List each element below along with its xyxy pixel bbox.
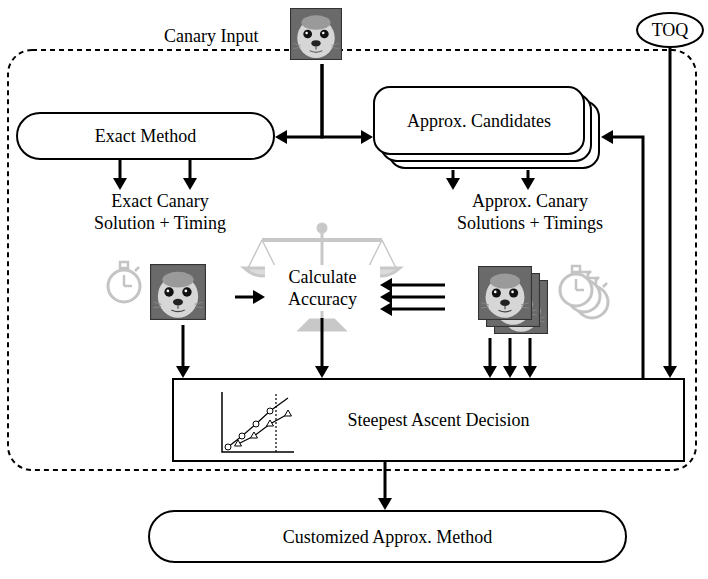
node-text: Steepest Ascent Decision [348, 409, 530, 431]
input-label: Canary Input [158, 8, 288, 64]
result-label: Approx. Canary Solutions + Timings [445, 190, 615, 338]
node-text: TOQ [652, 19, 689, 41]
flow-arrow [523, 338, 537, 378]
flow-arrow [663, 48, 677, 378]
flow-arrow [521, 170, 535, 190]
flow-arrow [380, 290, 445, 304]
node-text: Calculate Accuracy [265, 265, 380, 311]
flow-arrow [446, 170, 460, 190]
stopwatch-icon [108, 262, 140, 302]
node-text: Exact Canary Solution + Timing [88, 190, 233, 234]
flow-arrow [380, 302, 445, 316]
node-text: Approx. Canary Solutions + Timings [450, 190, 610, 234]
flow-arrow [378, 462, 392, 510]
stopwatch-stack [560, 266, 608, 318]
accuracy-label: Calculate Accuracy [265, 258, 380, 318]
flow-arrow [113, 160, 127, 190]
decision-box: Steepest Ascent Decision [172, 378, 685, 462]
process-box: Exact Method [16, 112, 275, 160]
flow-arrow [275, 64, 322, 144]
flow-arrow [483, 338, 497, 378]
flow-arrow [176, 325, 190, 378]
node-text: Exact Method [95, 125, 196, 147]
flow-arrow [235, 290, 265, 304]
seal-stack [479, 267, 548, 334]
oval-node: TOQ [636, 12, 704, 48]
result-label: Exact Canary Solution + Timing [85, 190, 235, 325]
node-text: Approx. Candidates [407, 110, 551, 132]
flow-arrow [183, 160, 197, 190]
flow-arrow [315, 318, 329, 378]
flow-arrow [380, 278, 445, 292]
dashed-boundary [8, 50, 696, 470]
node-text: Canary Input [164, 25, 258, 47]
output-box: Customized Approx. Method [148, 510, 627, 563]
flow-arrow [601, 130, 643, 378]
flow-arrow [322, 64, 373, 144]
scale-icon [244, 224, 400, 330]
node-text: Customized Approx. Method [283, 526, 493, 548]
flow-arrow [503, 338, 517, 378]
stacked-box: Approx. Candidates [373, 86, 601, 170]
chart-icon [222, 392, 294, 452]
